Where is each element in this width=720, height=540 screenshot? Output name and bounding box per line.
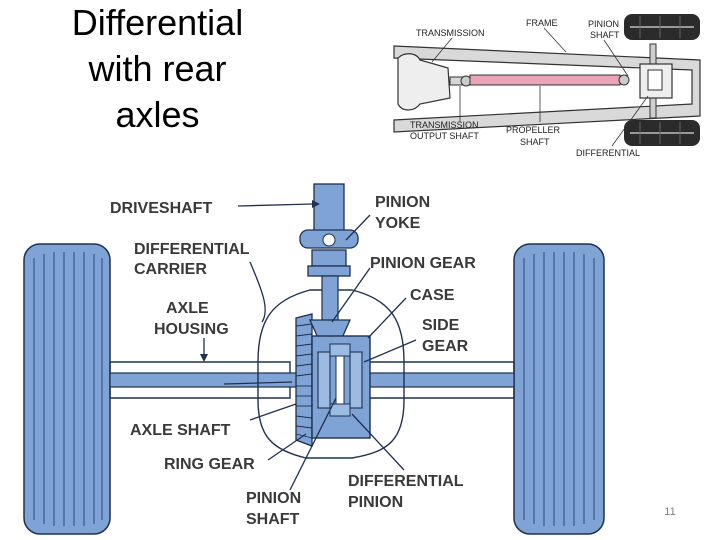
pinion-drive-shaft bbox=[321, 275, 339, 321]
slide-title: Differential with rear axles bbox=[0, 0, 315, 138]
differential-carrier bbox=[257, 289, 405, 459]
label-axle-housing-2: HOUSING bbox=[154, 321, 229, 338]
title-line-1: Differential bbox=[71, 2, 244, 43]
title-line-2: with rear bbox=[88, 48, 227, 89]
label-side-gear-2: GEAR bbox=[422, 338, 469, 355]
label-transmission-output-2: OUTPUT SHAFT bbox=[410, 131, 479, 141]
pinion-shaft bbox=[335, 355, 345, 405]
side-gear-right bbox=[349, 351, 363, 409]
label-axle-shaft: AXLE SHAFT bbox=[130, 422, 231, 439]
label-pinion-yoke-1: PINION bbox=[375, 194, 430, 211]
label-pinion-shaft-1: PINION bbox=[246, 490, 301, 507]
title-line-3: axles bbox=[115, 94, 200, 135]
label-transmission-output-1: TRANSMISSION bbox=[410, 120, 479, 130]
label-differential-top: DIFFERENTIAL bbox=[576, 148, 640, 158]
label-case: CASE bbox=[410, 287, 455, 304]
driveshaft bbox=[313, 183, 345, 233]
axle-shaft-right bbox=[355, 372, 515, 388]
label-differential-carrier-1: DIFFERENTIAL bbox=[134, 241, 250, 258]
differential-pinion-bottom bbox=[329, 403, 351, 417]
rear-tire-bottom bbox=[624, 120, 700, 146]
label-pinion-shaft-top-1: PINION bbox=[588, 19, 619, 29]
transmission-housing bbox=[397, 53, 451, 111]
label-frame: FRAME bbox=[526, 18, 558, 28]
right-wheel bbox=[513, 243, 605, 535]
label-pinion-shaft-top-2: SHAFT bbox=[590, 30, 620, 40]
side-gear-left bbox=[317, 351, 331, 409]
label-driveshaft: DRIVESHAFT bbox=[110, 200, 212, 217]
label-side-gear-1: SIDE bbox=[422, 317, 460, 334]
frame-rail bbox=[393, 45, 701, 133]
propeller-shaft bbox=[469, 74, 621, 86]
label-ring-gear: RING GEAR bbox=[164, 456, 255, 473]
left-wheel bbox=[23, 243, 111, 535]
rear-tire-top bbox=[624, 14, 700, 40]
label-pinion-yoke-2: YOKE bbox=[375, 215, 421, 232]
label-pinion-gear: PINION GEAR bbox=[370, 255, 476, 272]
drivetrain-overview-diagram: TRANSMISSION FRAME PINION SHAFT TRANSMIS… bbox=[393, 14, 701, 158]
label-differential-pinion-1: DIFFERENTIAL bbox=[348, 473, 464, 490]
differential-pinion-top bbox=[329, 343, 351, 357]
label-propeller-1: PROPELLER bbox=[506, 125, 561, 135]
ring-gear bbox=[295, 313, 313, 447]
differential-inner bbox=[647, 69, 663, 91]
axle-shaft-left bbox=[109, 372, 301, 388]
u-joint-rear bbox=[618, 74, 630, 86]
pinion-gear bbox=[308, 319, 352, 339]
label-differential-pinion-2: PINION bbox=[348, 494, 403, 511]
label-propeller-2: SHAFT bbox=[520, 137, 550, 147]
pinion-yoke bbox=[299, 229, 359, 277]
label-differential-carrier-2: CARRIER bbox=[134, 261, 207, 278]
page-number: 11 bbox=[664, 506, 676, 518]
label-transmission: TRANSMISSION bbox=[416, 28, 485, 38]
label-axle-housing-1: AXLE bbox=[166, 300, 209, 317]
differential-cutaway-diagram: DRIVESHAFT PINION YOKE DIFFERENTIAL CARR… bbox=[23, 183, 605, 535]
label-pinion-shaft-2: SHAFT bbox=[246, 511, 300, 528]
